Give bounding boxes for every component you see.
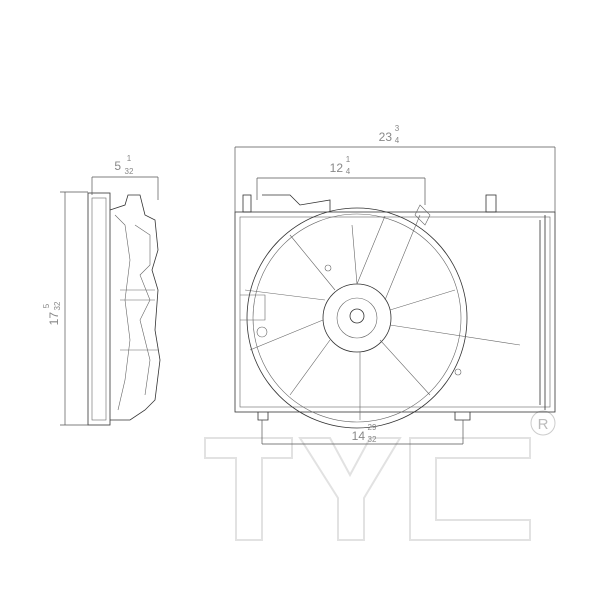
- svg-text:3: 3: [395, 124, 400, 133]
- svg-text:29: 29: [368, 423, 377, 432]
- svg-text:32: 32: [368, 435, 377, 444]
- svg-text:1: 1: [346, 155, 351, 164]
- dimension-lines: [60, 146, 556, 445]
- dim-height: 17 5 32: [42, 301, 62, 325]
- svg-text:32: 32: [125, 167, 134, 176]
- dim-overall-width: 23 3 4: [379, 124, 400, 145]
- dim-fan-span: 12 1 4: [330, 155, 351, 176]
- dim-depth: 5 1 32: [114, 154, 134, 176]
- side-view: [87, 192, 161, 426]
- front-view: [234, 194, 556, 429]
- svg-text:32: 32: [53, 301, 62, 310]
- tyc-watermark-logo: R: [204, 410, 556, 541]
- svg-text:5: 5: [114, 159, 121, 173]
- svg-text:23: 23: [379, 130, 393, 144]
- svg-text:4: 4: [395, 136, 400, 145]
- svg-text:4: 4: [346, 167, 351, 176]
- registered-mark: R: [538, 416, 549, 433]
- svg-text:1: 1: [127, 154, 132, 163]
- svg-text:17: 17: [47, 312, 61, 326]
- svg-text:5: 5: [42, 303, 51, 308]
- svg-text:12: 12: [330, 161, 344, 175]
- svg-text:14: 14: [352, 429, 366, 443]
- dim-mount-span: 14 29 32: [352, 423, 377, 444]
